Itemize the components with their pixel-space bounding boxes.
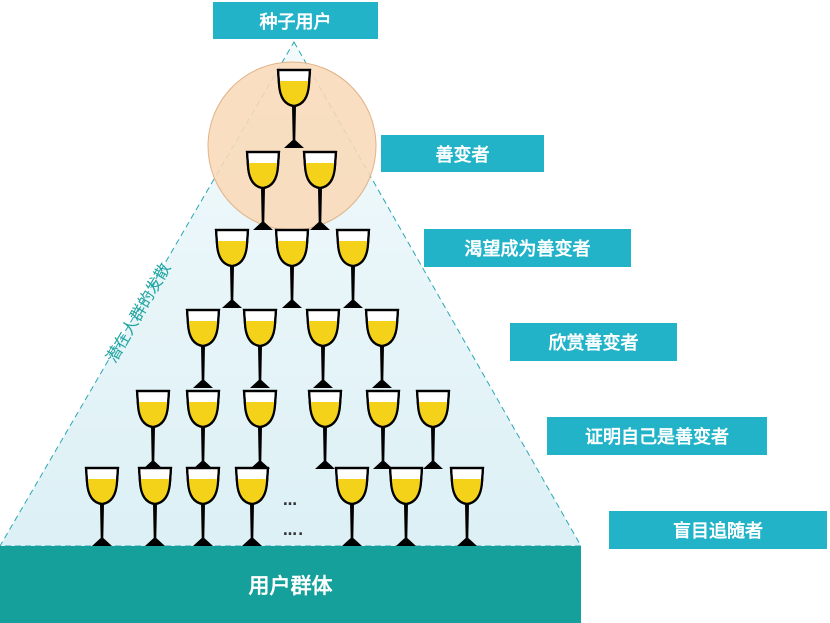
ellipsis-top: … [283, 493, 298, 509]
base-bar [0, 546, 581, 623]
blind-followers-label: 盲目追随者 [609, 511, 827, 549]
ellipsis-bottom: …. [283, 523, 305, 539]
benevolent-label: 善变者 [381, 135, 544, 172]
proving-label: 证明自己是善变者 [547, 417, 767, 455]
seed-users-label: 种子用户 [213, 2, 378, 39]
aspiring-label: 渴望成为善变者 [424, 229, 631, 267]
user-group-label: 用户群体 [248, 573, 333, 598]
admiring-label: 欣赏善变者 [510, 323, 677, 361]
